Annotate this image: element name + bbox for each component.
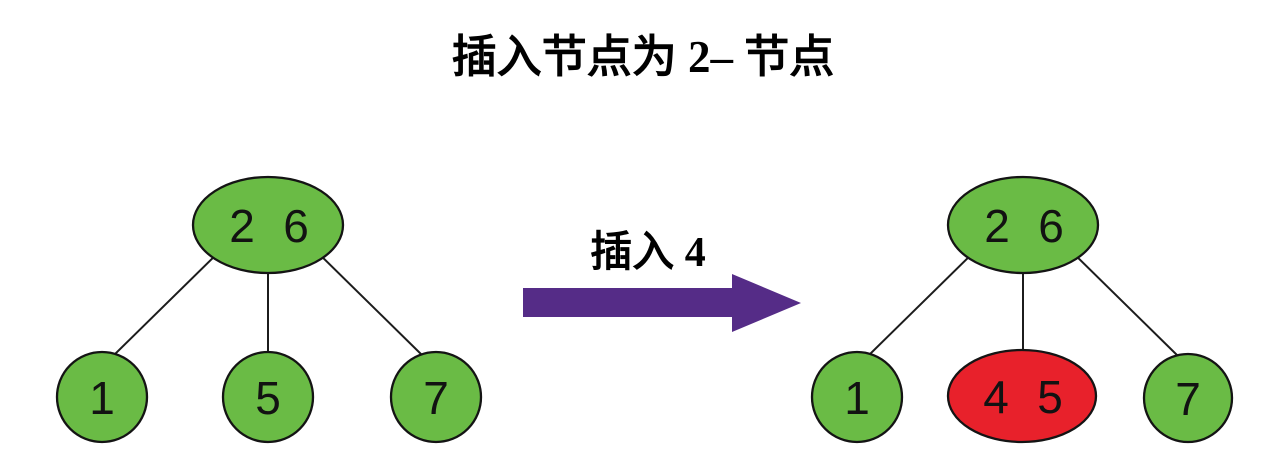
node-after-child-45-key-right: 5 bbox=[1037, 371, 1063, 423]
right-arrow-icon bbox=[523, 274, 801, 332]
node-before-root-key-left: 2 bbox=[229, 200, 255, 252]
node-after-root-key-left: 2 bbox=[984, 200, 1010, 252]
node-after-child-45-key-left: 4 bbox=[983, 371, 1009, 423]
node-before-child-1 bbox=[55, 350, 149, 444]
node-before-child-5-key: 5 bbox=[255, 372, 281, 424]
node-before-root bbox=[191, 175, 345, 275]
node-after-child-1 bbox=[810, 350, 904, 444]
insert-arrow-group: 插入 4 bbox=[523, 229, 801, 332]
edge-before-root-to-1 bbox=[111, 245, 226, 358]
node-before-child-7 bbox=[389, 350, 483, 444]
node-after-root bbox=[946, 175, 1100, 275]
tree-before: 2 6 1 5 7 bbox=[55, 175, 483, 444]
node-after-child-7 bbox=[1142, 352, 1234, 444]
node-after-child-45 bbox=[946, 348, 1098, 444]
node-before-child-1-key: 1 bbox=[89, 372, 115, 424]
node-after-child-1-key: 1 bbox=[844, 372, 870, 424]
diagram-title: 插入节点为 2– 节点 bbox=[452, 32, 835, 82]
edge-before-root-to-7 bbox=[310, 245, 425, 358]
edge-after-root-to-1 bbox=[866, 245, 981, 358]
node-after-child-7-key: 7 bbox=[1175, 373, 1201, 425]
node-after-root-key-right: 6 bbox=[1038, 200, 1064, 252]
node-before-child-7-key: 7 bbox=[423, 372, 449, 424]
tree-after: 2 6 1 4 5 7 bbox=[810, 175, 1234, 444]
node-before-root-key-right: 6 bbox=[283, 200, 309, 252]
insert-arrow-label: 插入 4 bbox=[590, 229, 706, 276]
edge-after-root-to-7 bbox=[1065, 245, 1180, 358]
node-before-child-5 bbox=[221, 350, 315, 444]
